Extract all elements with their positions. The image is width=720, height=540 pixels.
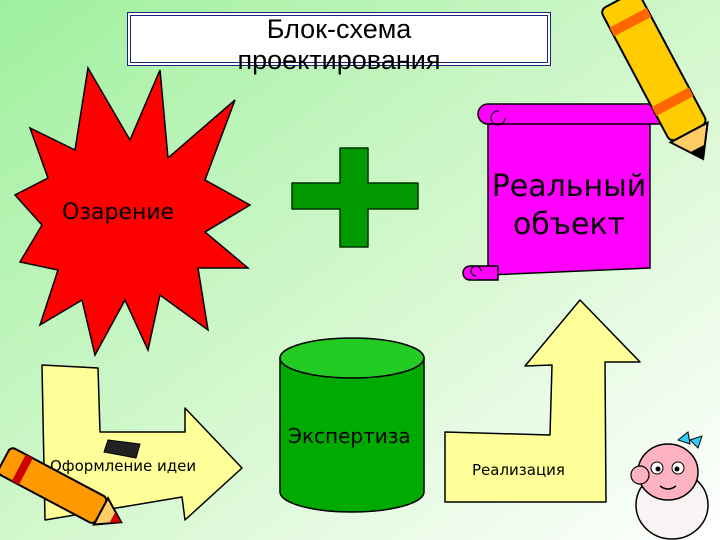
insight-burst-shape [13, 65, 252, 358]
real-object-label: Реальный объект [488, 168, 650, 244]
baby-illustration [630, 431, 709, 540]
expertise-label: Экспертиза [288, 424, 411, 448]
title-frame [127, 12, 551, 66]
implementation-label: Реализация [472, 461, 565, 479]
idea-design-label: Оформление идеи [50, 457, 197, 475]
title-line-2: проектирования [237, 45, 441, 75]
crayon-bottom-left [0, 447, 123, 526]
title-line-1: Блок-схема [266, 14, 412, 44]
real-object-label-line-2: объект [512, 207, 626, 242]
plus-shape [291, 147, 419, 248]
insight-label: Озарение [62, 200, 175, 225]
implementation-arrow [444, 299, 641, 503]
real-object-label-line-1: Реальный [491, 169, 647, 204]
expertise-cylinder [279, 337, 425, 513]
crayon-top-right [601, 0, 709, 161]
diagram-title: Блок-схема проектирования [127, 14, 551, 76]
pencil-tip-bottom-left [103, 439, 141, 459]
